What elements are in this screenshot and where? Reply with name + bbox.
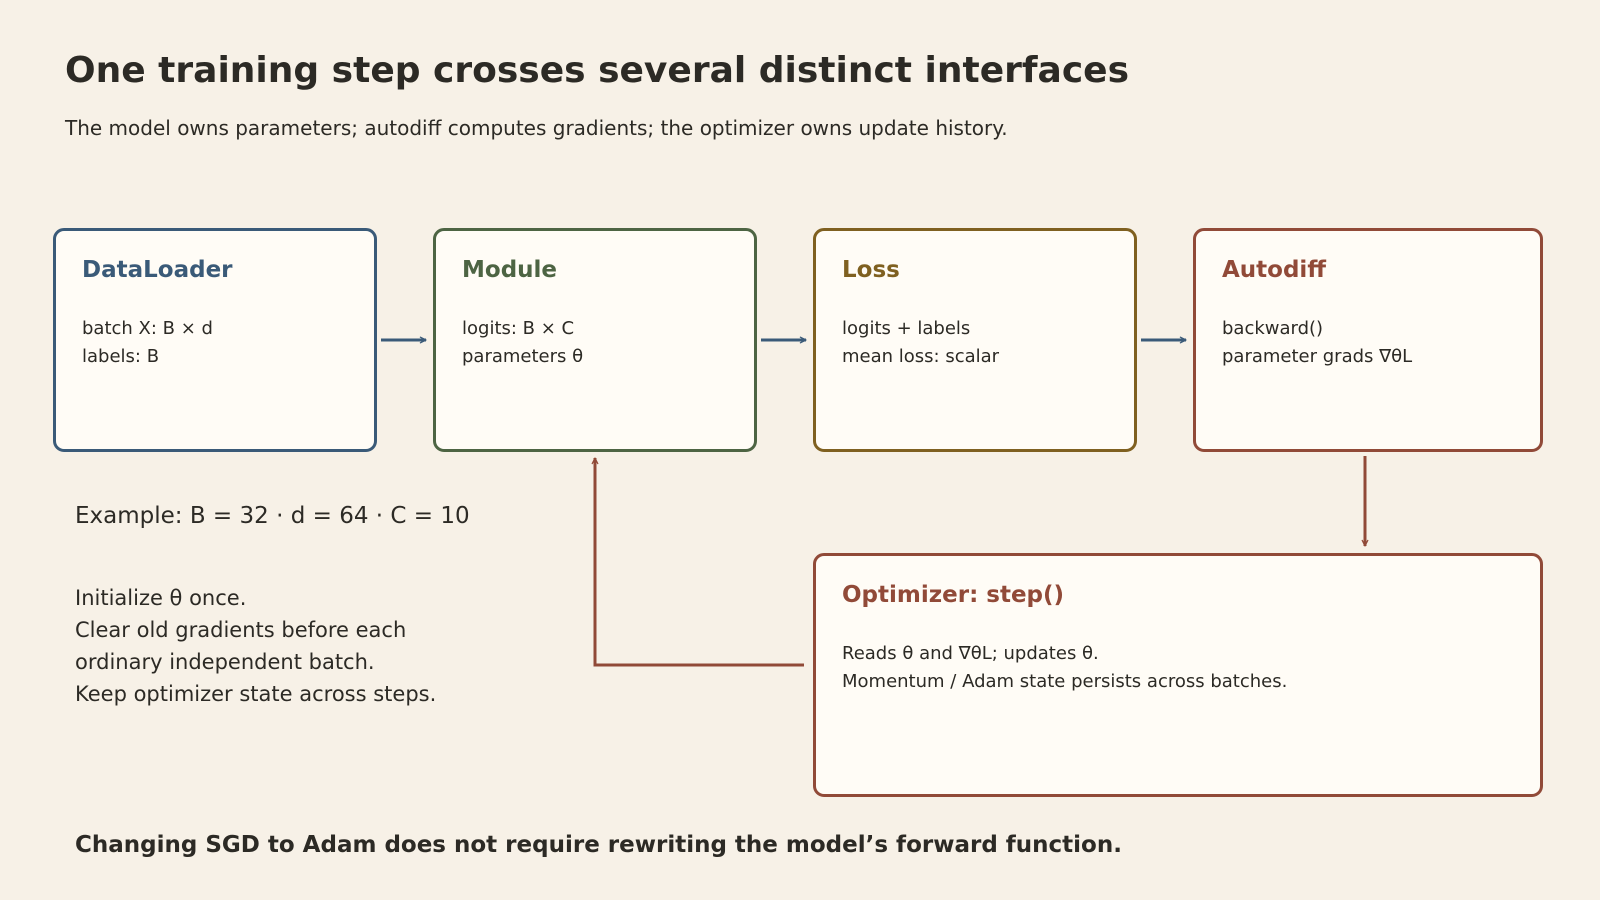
autodiff-title: Autodiff bbox=[1222, 257, 1326, 283]
optimizer-title: Optimizer: step() bbox=[842, 582, 1065, 608]
loss-line-inputs: logits + labels bbox=[842, 318, 971, 339]
page-subtitle: The model owns parameters; autodiff comp… bbox=[65, 116, 1008, 140]
autodiff-box: Autodiff backward() parameter grads ∇θL bbox=[1193, 228, 1543, 452]
page-title: One training step crosses several distin… bbox=[65, 50, 1130, 91]
note-line: Clear old gradients before each bbox=[75, 618, 407, 642]
module-line-logits: logits: B × C bbox=[462, 318, 575, 339]
loss-box: Loss logits + labels mean loss: scalar bbox=[813, 228, 1137, 452]
dataloader-line-labels: labels: B bbox=[82, 346, 160, 367]
training-notes: Initialize θ once. Clear old gradients b… bbox=[75, 582, 436, 710]
arrow-optimizer-to-module bbox=[591, 457, 804, 667]
autodiff-line-grads: parameter grads ∇θL bbox=[1222, 346, 1413, 367]
autodiff-line-backward: backward() bbox=[1222, 318, 1324, 339]
note-line: Keep optimizer state across steps. bbox=[75, 682, 437, 706]
optimizer-line-reads: Reads θ and ∇θL; updates θ. bbox=[842, 643, 1099, 664]
dataloader-box: DataLoader batch X: B × d labels: B bbox=[53, 228, 377, 452]
optimizer-line-state: Momentum / Adam state persists across ba… bbox=[842, 671, 1288, 692]
note-line: ordinary independent batch. bbox=[75, 650, 375, 674]
loss-line-output: mean loss: scalar bbox=[842, 346, 1000, 367]
module-line-parameters: parameters θ bbox=[462, 346, 584, 367]
loss-title: Loss bbox=[842, 257, 900, 283]
takeaway-note: Changing SGD to Adam does not require re… bbox=[75, 832, 1122, 858]
module-title: Module bbox=[462, 257, 558, 283]
module-box: Module logits: B × C parameters θ bbox=[433, 228, 757, 452]
dataloader-title: DataLoader bbox=[82, 257, 233, 283]
example-dimensions: Example: B = 32 · d = 64 · C = 10 bbox=[75, 503, 470, 529]
dataloader-line-batch: batch X: B × d bbox=[82, 318, 213, 339]
note-line: Initialize θ once. bbox=[75, 586, 247, 610]
optimizer-box: Optimizer: step() Reads θ and ∇θL; updat… bbox=[813, 553, 1543, 797]
